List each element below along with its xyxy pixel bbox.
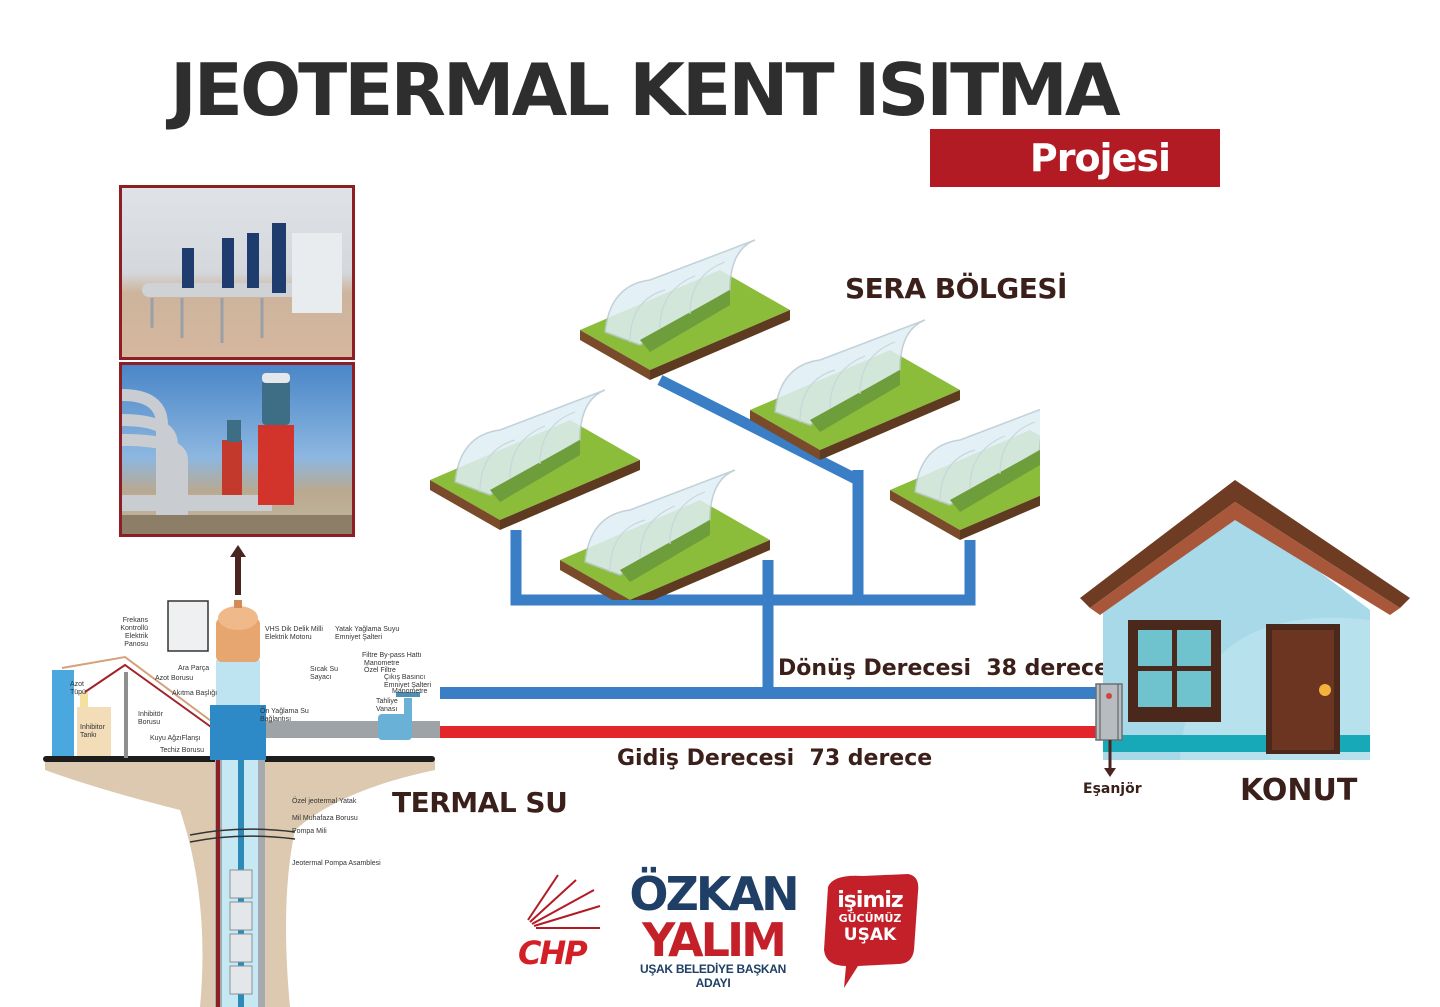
supply-temperature-label: Gidiş Derecesi 73 derece — [617, 746, 933, 771]
label-manometer-2: Manometre — [392, 688, 428, 695]
return-temperature-label: Dönüş Derecesi 38 derece — [778, 656, 1109, 681]
slogan-badge: işimiz GÜCÜMÜZ UŞAK — [818, 872, 922, 992]
up-arrow-icon — [230, 545, 246, 595]
greenhouse-2 — [749, 319, 961, 461]
candidate-first-name: ÖZKAN — [629, 867, 799, 921]
slogan-line-2: GÜCÜMÜZ — [838, 912, 902, 925]
label-special-filter: Özel Filtre — [364, 667, 396, 674]
page-title: JEOTERMAL KENT ISITMA — [170, 48, 1121, 132]
subtitle-badge: Projesi — [930, 129, 1220, 187]
label-special-bearing: Özel jeotermal Yatak — [292, 798, 357, 805]
label-casing-pipe: Techiz Borusu — [160, 747, 204, 754]
label-pump-shaft: Pompa Mili — [292, 828, 327, 835]
chp-logo: CHP — [518, 870, 610, 980]
chp-text: CHP — [518, 934, 588, 972]
label-flow-head: Akıtma Başlığı — [172, 690, 218, 697]
label-manometer-1: Manometre — [364, 660, 400, 667]
speech-bubble-icon — [824, 874, 919, 988]
label-nitrogen-pipe: Azot Borusu — [155, 675, 194, 682]
label-wellhead-flange: Kuyu AğzıFlanşı — [150, 735, 201, 742]
geothermal-plant-photo-2 — [119, 362, 355, 537]
greenhouse-3 — [429, 389, 641, 531]
thermal-water-label: TERMAL SU — [392, 786, 568, 819]
greenhouse-1 — [579, 239, 791, 381]
geothermal-plant-photo-1 — [119, 185, 355, 360]
slogan-line-3: UŞAK — [843, 925, 897, 945]
greenhouse-zone-label: SERA BÖLGESİ — [845, 272, 1067, 305]
label-shaft-housing: Mil Muhafaza Borusu — [292, 815, 358, 822]
candidate-last-name: YALIM — [642, 913, 787, 967]
label-bypass: Filtre By-pass Hattı — [362, 652, 422, 659]
candidate-logo: ÖZKAN YALIM UŞAK BELEDİYE BAŞKAN ADAYI — [622, 870, 804, 990]
chp-arrows-icon — [527, 874, 601, 929]
candidate-role: UŞAK BELEDİYE BAŞKAN ADAYI — [639, 962, 787, 990]
label-intermediate: Ara Parça — [178, 665, 210, 672]
heat-exchanger-icon — [1095, 683, 1123, 777]
label-pump-assembly: Jeotermal Pompa Asamblesi — [292, 860, 381, 867]
greenhouse-4 — [889, 399, 1040, 541]
house-illustration — [1080, 480, 1410, 760]
slogan-line-1: işimiz — [837, 888, 903, 913]
residence-label: KONUT — [1240, 773, 1358, 808]
geothermal-well-diagram — [43, 600, 440, 1007]
heat-exchanger-label: Eşanjör — [1083, 781, 1142, 797]
